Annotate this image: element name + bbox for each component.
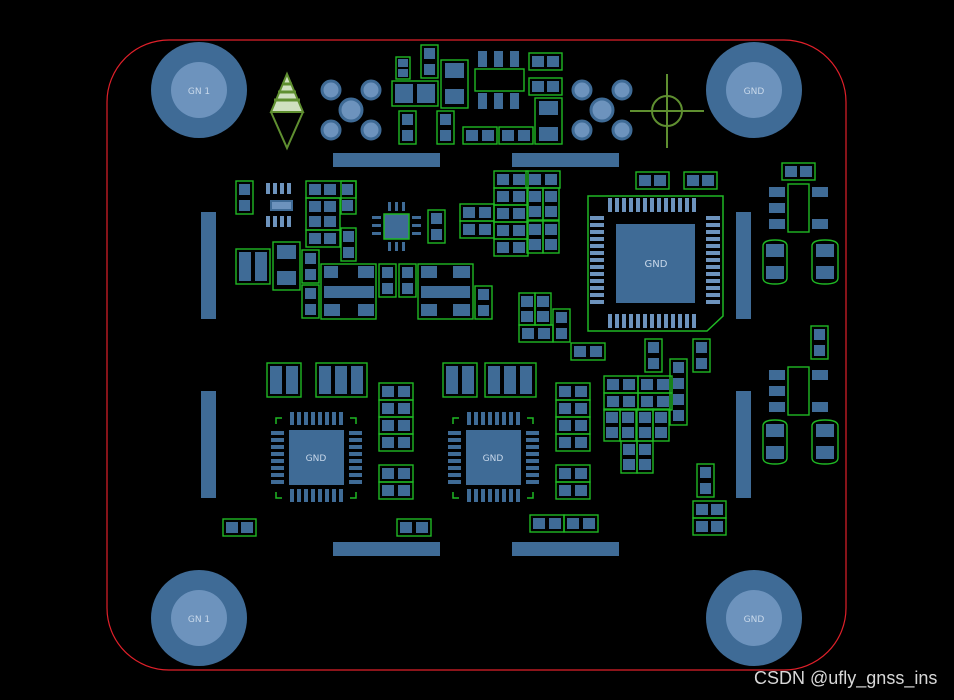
mounting-hole-top-right: GND bbox=[706, 42, 802, 138]
hole-label: GND bbox=[744, 615, 765, 625]
hole-label: GND bbox=[744, 87, 765, 97]
watermark-text: CSDN @ufly_gnss_ins bbox=[754, 668, 938, 688]
edge-pads bbox=[201, 153, 751, 556]
mcu-gnd-label: GND bbox=[645, 259, 668, 270]
arrow-marker-icon bbox=[269, 71, 305, 151]
mounting-hole-top-left: GN 1 bbox=[151, 42, 247, 138]
qfn-right-gnd-label: GND bbox=[483, 454, 504, 464]
qfn-left-gnd-label: GND bbox=[306, 454, 327, 464]
capacitors-right bbox=[762, 239, 839, 465]
round-pad-cluster-left bbox=[320, 79, 382, 141]
qfn-chip-left: GND bbox=[271, 412, 362, 502]
hole-label: GN 1 bbox=[188, 615, 210, 625]
mcu-chip: GND bbox=[587, 195, 724, 332]
fiducial-crosshair-icon bbox=[630, 74, 704, 148]
mounting-hole-bottom-left: GN 1 bbox=[151, 570, 247, 666]
mounting-hole-bottom-right: GND bbox=[706, 570, 802, 666]
round-pad-cluster-right bbox=[571, 79, 633, 141]
regulator-lower bbox=[769, 366, 828, 416]
board-outline bbox=[106, 39, 847, 671]
qfn-chip-right: GND bbox=[448, 412, 539, 502]
sensor-chip bbox=[372, 202, 421, 251]
hole-label: GN 1 bbox=[188, 87, 210, 97]
small-ic bbox=[266, 183, 293, 227]
smd-components bbox=[222, 44, 829, 537]
regulator-upper bbox=[769, 183, 828, 233]
